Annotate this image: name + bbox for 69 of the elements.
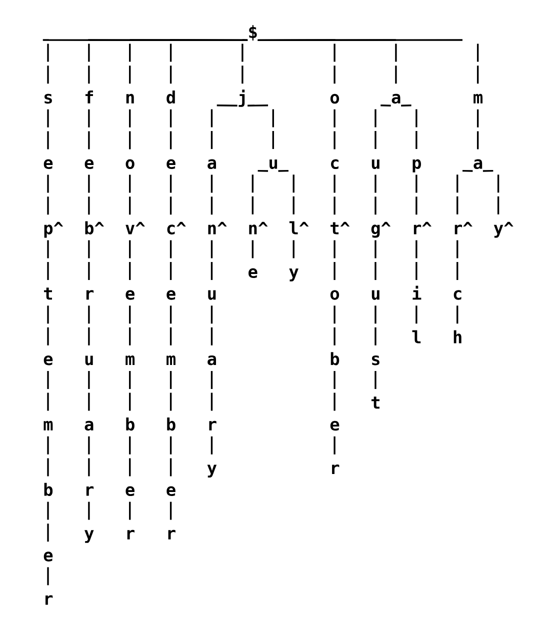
letter: v^ — [126, 222, 145, 234]
letter: e — [44, 552, 53, 562]
letter: o — [126, 159, 134, 170]
letter: e — [166, 486, 176, 496]
letter: n^ — [208, 222, 227, 234]
letter: l^ — [289, 221, 309, 234]
letter: j — [238, 90, 245, 107]
letter: e — [248, 268, 258, 278]
letter: e — [330, 420, 340, 431]
letter: f — [85, 90, 93, 104]
letter: t^ — [330, 222, 350, 234]
letter: o — [330, 94, 340, 104]
letter: b — [167, 417, 176, 431]
letter: u — [208, 290, 216, 300]
letter: e — [44, 159, 53, 170]
letter: a — [474, 159, 482, 170]
letter: r — [168, 530, 176, 540]
letter: e — [84, 159, 94, 170]
letter: y — [84, 530, 94, 543]
letter: y — [289, 268, 298, 282]
letter: l — [412, 330, 421, 344]
letter: c — [331, 159, 338, 170]
letter: r — [209, 420, 216, 430]
letter: n^ — [249, 222, 268, 234]
letter: h — [454, 330, 462, 344]
letter: s — [44, 94, 52, 104]
letter: m — [44, 420, 53, 430]
letter: b — [330, 352, 340, 366]
letter: r — [332, 464, 340, 474]
letter: e — [126, 290, 134, 300]
letter: a — [208, 159, 216, 170]
letter: e — [166, 159, 176, 170]
letter: s — [372, 355, 380, 366]
letter: t — [372, 396, 380, 409]
letter: c^ — [167, 222, 186, 234]
letter: o — [330, 290, 340, 300]
letter: a — [392, 94, 400, 104]
letter: p — [412, 159, 421, 172]
letter: a — [208, 355, 216, 366]
letter: r — [86, 486, 94, 496]
letter: u — [372, 290, 380, 300]
letter: r — [127, 530, 134, 540]
letter: u — [85, 356, 93, 366]
letter: e — [166, 290, 176, 300]
letter: u — [270, 160, 278, 170]
letter: g^ — [371, 222, 391, 238]
letter: u — [372, 160, 380, 170]
letter: i — [412, 286, 422, 300]
letter: c — [454, 290, 462, 300]
letter: r — [46, 595, 53, 605]
letter: a — [84, 420, 94, 431]
letter: m — [166, 355, 176, 365]
letter: y^ — [494, 222, 514, 238]
letter: m — [126, 355, 135, 365]
letter: b^ — [85, 221, 104, 234]
letter: r^ — [414, 222, 432, 234]
letter: m — [474, 94, 482, 104]
letter: e — [44, 355, 53, 366]
letter: r — [86, 290, 94, 300]
letter: p^ — [44, 222, 64, 238]
letter: e — [126, 486, 134, 496]
letter: d — [166, 90, 175, 104]
letter: r^ — [454, 222, 472, 234]
root-symbol: $ — [249, 25, 257, 40]
letter: b — [44, 482, 53, 496]
letter: b — [126, 417, 134, 431]
letter: n — [126, 94, 134, 104]
letter: y — [207, 464, 217, 478]
letter: t — [44, 288, 52, 300]
